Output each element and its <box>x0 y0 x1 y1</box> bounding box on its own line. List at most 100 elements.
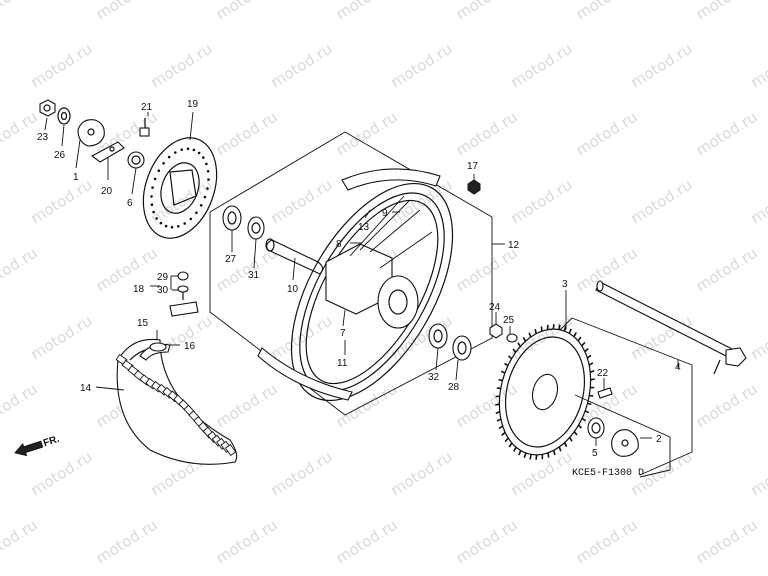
sprocket-tooth <box>495 411 501 414</box>
callout-29: 29 <box>157 272 169 283</box>
sprocket-tooth <box>586 354 592 359</box>
watermark-text: motod.ru <box>0 244 40 296</box>
watermark-text: motod.ru <box>573 108 641 160</box>
callout-27: 27 <box>225 254 237 265</box>
sprocket-tooth <box>508 442 513 448</box>
sprocket-tooth <box>500 370 506 374</box>
direction-label: FR. <box>42 434 61 450</box>
washer-26 <box>57 107 71 125</box>
disc-hole <box>150 195 153 198</box>
watermark-text: motod.ru <box>148 40 216 92</box>
tire-knob <box>224 443 237 457</box>
watermark-text: motod.ru <box>93 0 161 23</box>
watermark-text: motod.ru <box>693 244 761 296</box>
sprocket-tooth <box>498 378 503 382</box>
nut-17 <box>467 179 481 195</box>
watermark-text: motod.ru <box>28 312 96 364</box>
sprocket-tooth <box>528 332 532 338</box>
sprocket-tooth <box>523 452 527 458</box>
callout-30: 30 <box>157 285 169 296</box>
watermark-text: motod.ru <box>628 176 696 228</box>
sprocket-tooth <box>584 348 589 353</box>
callout-1: 1 <box>73 172 79 183</box>
disc-hole <box>202 156 205 159</box>
sprocket-tooth <box>573 431 578 436</box>
watermark-text: motod.ru <box>28 40 96 92</box>
watermark-text: motod.ru <box>268 448 336 500</box>
axle-4 <box>595 280 747 375</box>
watermark-text: motod.ru <box>693 108 761 160</box>
disc-hole <box>199 204 203 207</box>
watermark-text: motod.ru <box>333 516 401 568</box>
sprocket-tooth <box>547 452 550 458</box>
callout-31: 31 <box>248 270 260 281</box>
sprocket-tooth <box>558 446 562 452</box>
sprocket-tooth <box>577 424 583 429</box>
disc-hole <box>167 155 171 159</box>
sprocket-tooth <box>563 442 568 448</box>
watermark-text: motod.ru <box>573 0 641 23</box>
sprocket-tooth <box>512 348 517 353</box>
watermark-text: motod.ru <box>0 0 40 23</box>
disc-hole <box>151 186 154 189</box>
sprocket-tooth <box>504 437 509 443</box>
sprocket-tooth <box>540 326 543 332</box>
callout-8: 8 <box>336 239 342 250</box>
callout-21: 21 <box>141 102 153 113</box>
seal-28 <box>452 335 472 361</box>
rim-lock-18 <box>169 271 199 317</box>
sprocket-tooth <box>568 328 572 334</box>
watermark-text: motod.ru <box>748 448 768 500</box>
disc-hole <box>206 170 210 173</box>
callout-15: 15 <box>137 318 149 329</box>
callout-14: 14 <box>80 383 92 394</box>
sprocket-tooth <box>581 341 586 347</box>
callout-17: 17 <box>467 161 479 172</box>
bearing-27 <box>222 205 242 231</box>
sprocket-tooth <box>507 355 513 360</box>
seal-31 <box>247 216 265 240</box>
tube-15 <box>139 342 171 361</box>
sprocket-teeth <box>495 324 595 460</box>
callout-4: 4 <box>675 362 681 373</box>
callout-13: 13 <box>358 222 370 233</box>
disc-hole <box>192 148 196 152</box>
hub-7 <box>325 243 419 329</box>
sprocket-tooth <box>504 362 509 367</box>
watermark-text: motod.ru <box>0 380 40 432</box>
disc-hole <box>186 147 190 151</box>
sprocket-hardware-frame <box>574 394 671 478</box>
watermark-text: motod.ru <box>508 40 576 92</box>
disc-hole <box>177 225 180 228</box>
bearing-32 <box>428 323 448 349</box>
watermark-text: motod.ru <box>453 380 521 432</box>
sprocket-tooth <box>501 431 506 436</box>
disc-hole <box>180 148 183 151</box>
watermark-text: motod.ru <box>213 516 281 568</box>
watermark-text: motod.ru <box>93 244 161 296</box>
callout-9: 9 <box>382 208 388 219</box>
tire-14 <box>115 338 238 465</box>
disc-hole <box>164 224 168 228</box>
chain-guide-20 <box>90 141 125 163</box>
sprocket-tooth <box>589 370 595 373</box>
callout-32: 32 <box>428 372 440 383</box>
brake-disc-19 <box>142 137 218 239</box>
watermark-text: motod.ru <box>573 380 641 432</box>
callout-22: 22 <box>597 368 609 379</box>
watermark-text: motod.ru <box>693 380 761 432</box>
watermark-text: motod.ru <box>508 448 576 500</box>
disc-hole <box>207 178 210 181</box>
bolt-21 <box>139 118 150 137</box>
sprocket-tooth <box>517 342 522 347</box>
sprocket-tooth <box>495 403 500 406</box>
callout-5: 5 <box>592 448 598 459</box>
collar-6 <box>127 151 145 169</box>
watermark-text: motod.ru <box>0 108 40 160</box>
callout-7: 7 <box>340 328 346 339</box>
disc-hole <box>162 162 165 165</box>
watermark-text: motod.ru <box>213 380 281 432</box>
sprocket-tooth <box>558 324 561 330</box>
sprocket-tooth <box>553 450 556 456</box>
